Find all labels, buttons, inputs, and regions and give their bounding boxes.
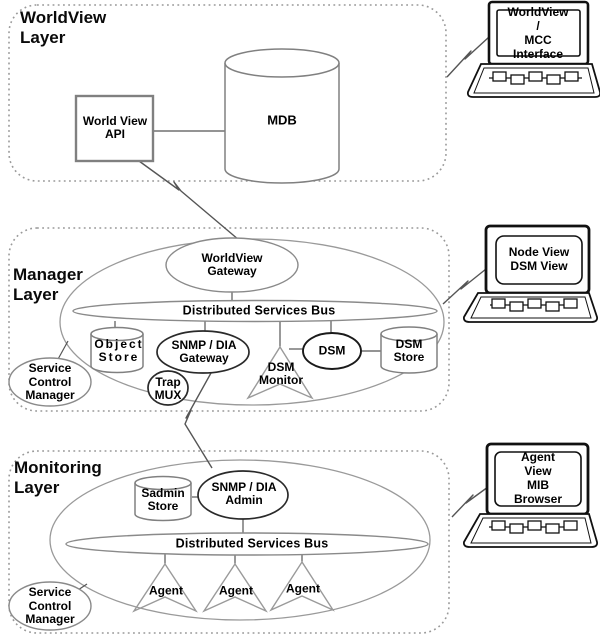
- monitoring-terminal-icon: [462, 442, 599, 548]
- agent1-triangle: [132, 562, 198, 613]
- keyboard-inner: [470, 296, 592, 319]
- zigzag-links: [138, 36, 492, 518]
- worldview-terminal-label: WorldView / MCC Interface: [507, 5, 569, 61]
- agent1-label: Agent: [149, 583, 183, 598]
- mdb-label: MDB: [267, 112, 297, 128]
- manager-bus-label: Distributed Services Bus: [182, 303, 336, 318]
- monitoring-terminal-label: Agent View MIB Browser: [513, 450, 563, 506]
- keys: [491, 520, 578, 534]
- scm-monitoring-label: Service Control Manager: [25, 584, 75, 626]
- snmpgateway-to-admin-zigzag: [184, 372, 213, 469]
- dsm-store-cylinder: [380, 326, 438, 374]
- mdb-cylinder-top: [224, 48, 340, 78]
- monitoring-domain-ellipse: [49, 459, 431, 621]
- scm-manager-ellipse: [8, 357, 92, 407]
- agent2-triangle: [202, 562, 268, 613]
- agent3-triangle: [269, 560, 335, 612]
- dsm-store-top: [380, 326, 438, 342]
- key: [528, 71, 543, 82]
- manager-terminal-label: Node View DSM View: [508, 245, 570, 273]
- monitoring-terminal-bolt: [451, 486, 489, 518]
- trap-mux-ellipse: [147, 370, 189, 406]
- snmp-dia-admin-ellipse: [197, 470, 289, 520]
- monitoring-bus-label: Distributed Services Bus: [175, 536, 329, 551]
- sadmin-store-top: [134, 475, 192, 491]
- key: [509, 523, 524, 534]
- key: [491, 298, 506, 309]
- worldview-gateway-ellipse: [165, 237, 299, 293]
- snmp-dia-admin-label: SNMP / DIA Admin: [211, 480, 277, 507]
- scm-monitoring-ellipse: [8, 581, 92, 631]
- scm-manager-label: Service Control Manager: [25, 360, 75, 402]
- manager-layer-border: [8, 227, 450, 412]
- monitoring-bus-ellipse: [65, 532, 429, 556]
- manager-terminal-icon: [462, 224, 599, 323]
- key: [527, 298, 542, 309]
- key: [509, 301, 524, 312]
- mdb-cylinder: [224, 48, 340, 184]
- dsm-store-body: [380, 334, 438, 374]
- key: [492, 71, 507, 82]
- object-store-top: [90, 326, 144, 342]
- key: [563, 520, 578, 531]
- sadmin-store-body: [134, 483, 192, 522]
- key: [510, 74, 525, 85]
- keyboard-inner: [470, 517, 592, 544]
- monitor-screen: [495, 235, 583, 285]
- key: [491, 520, 506, 531]
- object-store-cylinder: [90, 326, 144, 374]
- worldview-terminal-icon: [466, 0, 600, 98]
- manager-bus-ellipse: [72, 299, 438, 323]
- key: [545, 301, 560, 312]
- dsm-store-label: DSM Store: [393, 337, 425, 364]
- monitor-screen: [494, 451, 582, 507]
- snmp-dia-gateway-label: SNMP / DIA Gateway: [171, 338, 237, 365]
- monitor-screen: [496, 9, 581, 57]
- key: [563, 298, 578, 309]
- keys: [492, 71, 579, 85]
- key: [564, 71, 579, 82]
- worldview-gateway-label: WorldView Gateway: [201, 251, 263, 278]
- dsm-monitor-label: DSM Monitor: [259, 360, 303, 387]
- key: [527, 520, 542, 531]
- dsm-label: DSM: [318, 343, 346, 358]
- mdb-cylinder-body: [224, 63, 340, 184]
- object-store-label: Object Store: [94, 337, 144, 364]
- worldview-api-label: World View API: [82, 114, 148, 141]
- dsm-monitor-triangle: [246, 345, 314, 400]
- keys: [491, 298, 578, 312]
- sadmin-store-label: Sadmin Store: [141, 486, 185, 513]
- key: [546, 74, 561, 85]
- keyboard-inner: [473, 67, 595, 94]
- manager-terminal-bolt: [442, 264, 492, 305]
- manager-layer-title: Manager Layer: [13, 265, 83, 304]
- object-store-body: [90, 334, 144, 374]
- agent3-label: Agent: [286, 581, 320, 596]
- worldview-api-box: [74, 94, 155, 163]
- worldview-layer-border: [8, 4, 447, 182]
- sadmin-store-cylinder: [134, 475, 192, 522]
- scm-manager-link-line: [56, 340, 69, 362]
- monitoring-layer-title: Monitoring Layer: [14, 458, 102, 497]
- key: [545, 523, 560, 534]
- snmp-dia-gateway-ellipse: [156, 330, 250, 374]
- api-to-gateway-zigzag: [138, 160, 240, 241]
- worldview-terminal-bolt: [446, 36, 490, 78]
- dsm-ellipse: [302, 332, 362, 370]
- agent2-label: Agent: [219, 583, 253, 598]
- worldview-layer-title: WorldView Layer: [20, 8, 107, 47]
- trap-mux-label: Trap MUX: [154, 375, 182, 402]
